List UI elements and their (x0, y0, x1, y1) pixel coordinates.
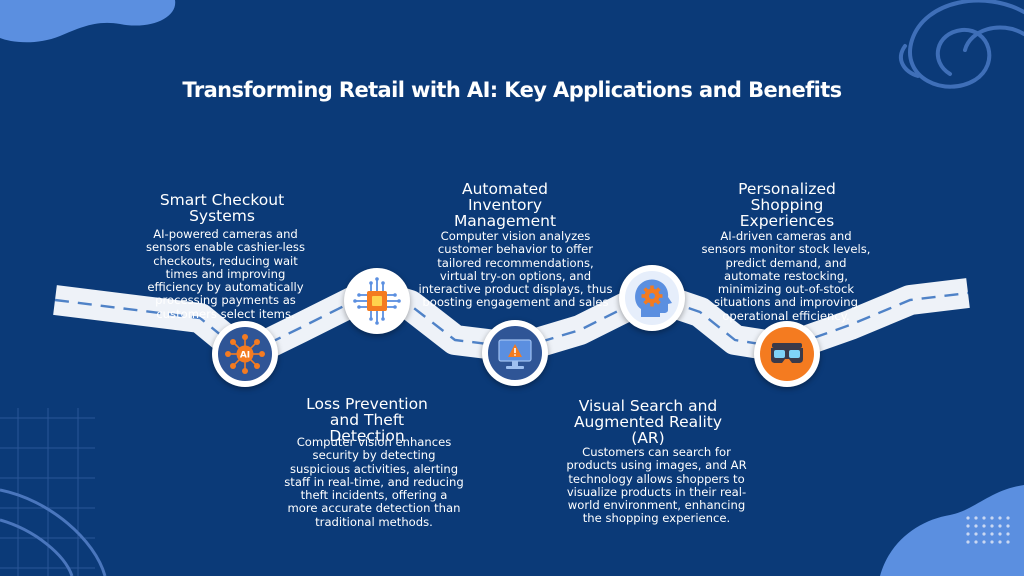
heading-smart-checkout: Smart Checkout Systems (159, 191, 285, 225)
monitor-alert-icon (488, 326, 542, 380)
body-visual-search: Customers can search for products using … (566, 445, 747, 526)
vr-glasses-icon (760, 327, 814, 381)
gear-icon (641, 285, 663, 307)
heading-visual-search: Visual Search and Augmented Reality (AR) (573, 397, 723, 447)
node-smart-checkout: AI (212, 321, 278, 387)
svg-text:AI: AI (240, 351, 250, 361)
dot-grid (966, 516, 1010, 544)
node-personalized-shopping (754, 321, 820, 387)
page-title: Transforming Retail with AI: Key Applica… (182, 78, 842, 102)
head-gear-icon (625, 271, 679, 325)
grid-decoration (0, 408, 95, 576)
top-left-blob (0, 0, 176, 43)
body-personalized-shopping: AI-driven cameras and sensors monitor st… (701, 229, 871, 323)
body-smart-checkout: AI-powered cameras and sensors enable ca… (146, 227, 305, 321)
node-inventory-management (482, 320, 548, 386)
heading-inventory-management: Automated Inventory Management (453, 180, 557, 230)
node-loss-prevention (344, 268, 410, 334)
swirl-decoration (898, 0, 1024, 89)
body-inventory-management: Computer vision analyzes customer behavi… (418, 229, 613, 310)
corner-arcs (0, 488, 107, 576)
heading-loss-prevention: Loss Prevention and Theft Detection (306, 395, 428, 445)
node-visual-search (619, 265, 685, 331)
ai-network-icon: AI (218, 327, 272, 381)
body-loss-prevention: Computer vision enhances security by det… (284, 435, 464, 529)
heading-personalized-shopping: Personalized Shopping Experiences (738, 180, 836, 230)
bottom-right-blob (880, 485, 1024, 576)
chip-icon (353, 277, 401, 325)
